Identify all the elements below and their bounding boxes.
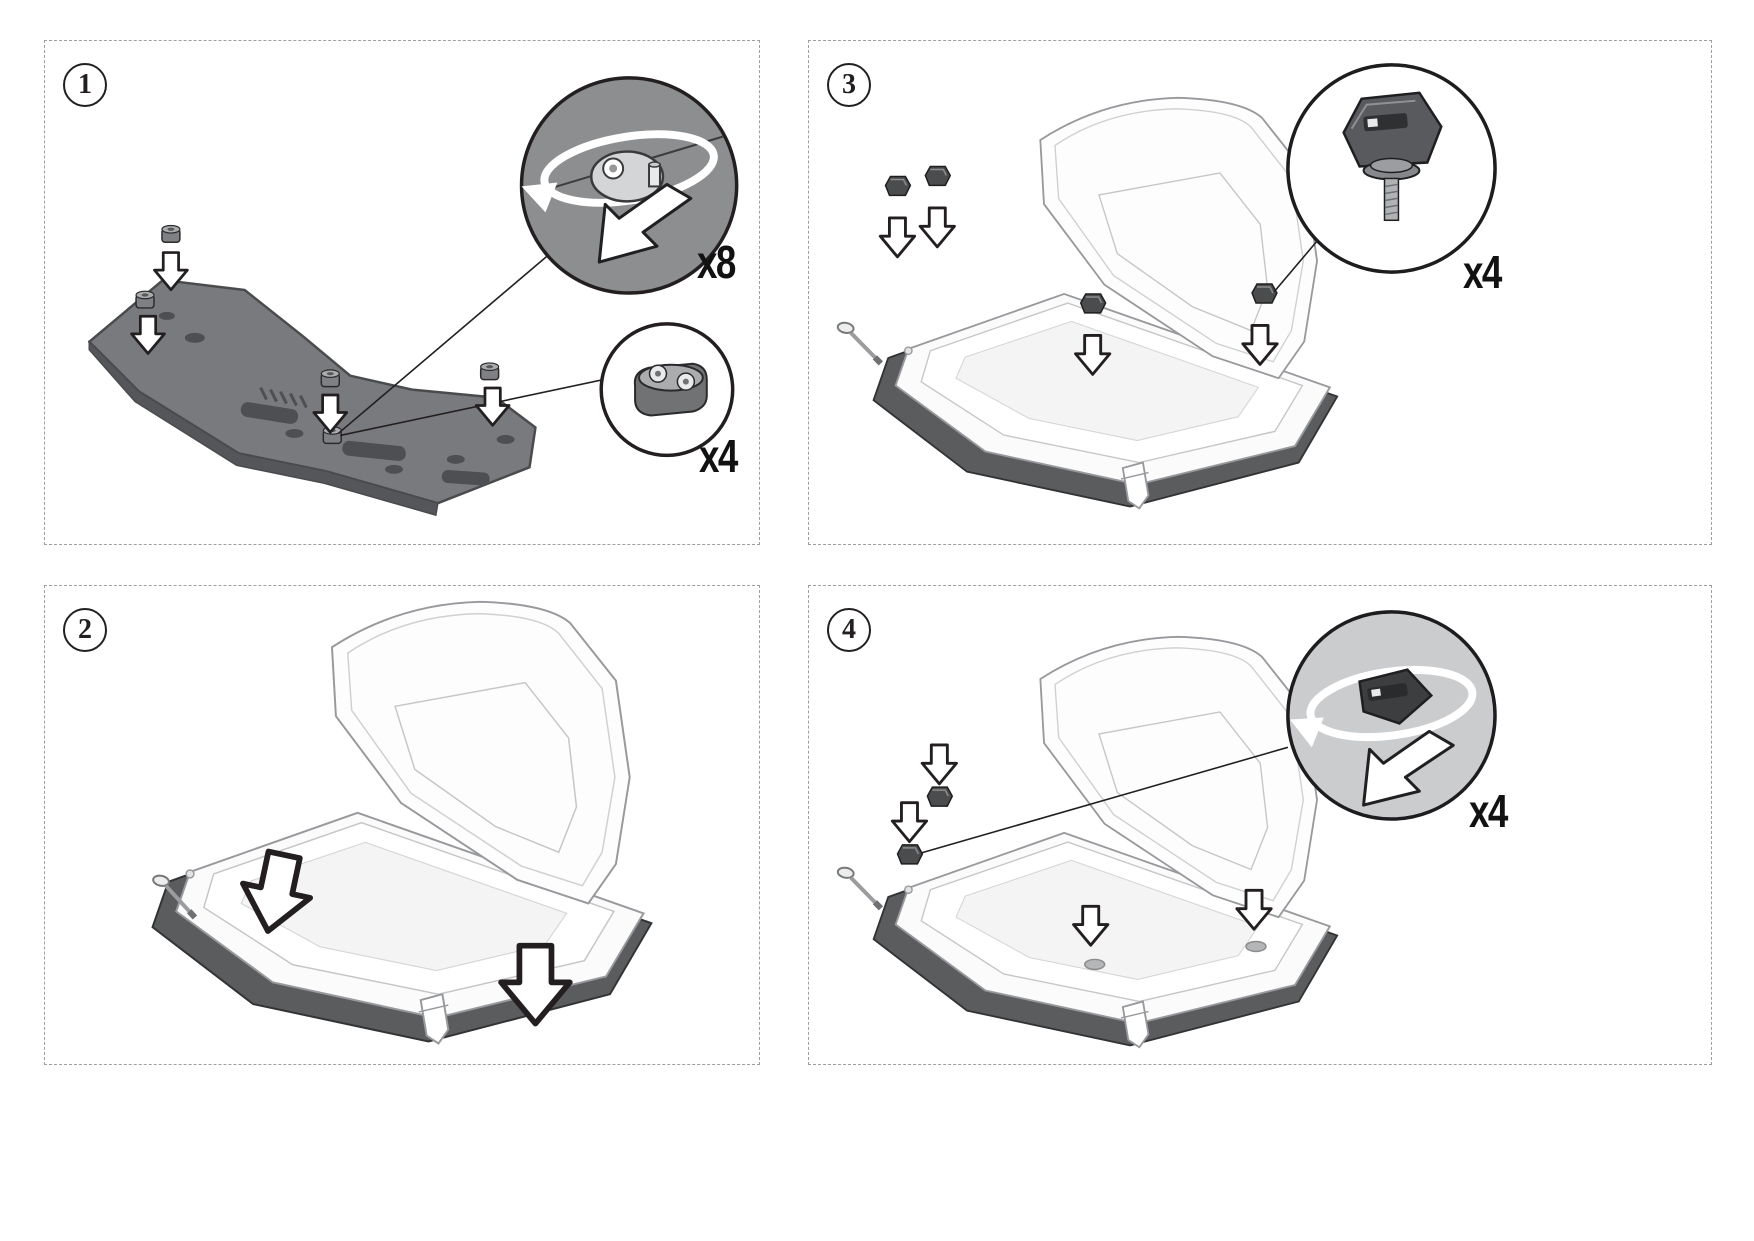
locking-knob-icon (884, 175, 912, 197)
quantity-label: x8 (697, 236, 736, 288)
step3-illustration (809, 63, 1497, 510)
rotation-ring-icon (1306, 665, 1477, 742)
grommet-fastener-icon (479, 362, 500, 381)
cargo-box-illustration (151, 600, 653, 1045)
knob-with-down-arrow (918, 165, 956, 249)
rotate-arrow-icon (1362, 729, 1455, 807)
step-badge: 4 (827, 608, 871, 652)
step-number: 1 (78, 69, 92, 100)
grommet-fastener-icon (161, 224, 181, 243)
callout-knob-rotate (1286, 610, 1497, 821)
grommet-fastener-icon (135, 290, 155, 309)
step-number: 2 (78, 614, 92, 645)
callout-connector-line (340, 378, 604, 437)
down-arrow-icon (918, 206, 956, 249)
callout-knob (1286, 63, 1497, 274)
quantity-label: x4 (1463, 246, 1502, 298)
down-arrow-icon (890, 801, 929, 844)
step-badge: 1 (63, 63, 107, 107)
down-arrow-icon (920, 743, 958, 786)
quantity-label: x4 (1469, 785, 1508, 837)
locking-knob-icon (1079, 293, 1107, 314)
callout-connector-line (337, 253, 550, 435)
knob-with-down-arrow (878, 175, 917, 259)
locking-knob-icon (924, 165, 951, 187)
callout-connector-line (1273, 239, 1319, 293)
step-panel-3: 3 (808, 40, 1712, 545)
callout-grommet (599, 322, 735, 458)
grommet-with-down-arrow (153, 224, 189, 292)
screw-threads (1385, 183, 1398, 216)
callout-rotate-grommet (519, 76, 739, 295)
step-number: 4 (842, 614, 856, 645)
installed-knob-icon (926, 786, 954, 807)
rotation-ring-arrowhead (521, 182, 558, 213)
grommet-fastener-icon (320, 369, 340, 388)
knob-seat (1083, 958, 1106, 971)
installed-knob-icon (896, 844, 924, 865)
locking-knob-icon (1251, 283, 1278, 304)
step2-illustration (45, 600, 653, 1045)
down-arrow-icon (878, 216, 917, 259)
rotate-arrow-icon (597, 182, 693, 264)
rotation-ring-arrowhead (1289, 717, 1324, 748)
step-badge: 2 (63, 608, 107, 652)
quantity-label: x4 (699, 430, 738, 482)
hinge-bolt-icon (833, 867, 887, 909)
knob-seat (1245, 940, 1267, 953)
step-panel-1: 1 (44, 40, 760, 545)
step-badge: 3 (827, 63, 871, 107)
plate-ridges (259, 386, 308, 409)
step-panel-2: 2 (44, 585, 760, 1065)
step4-illustration (809, 610, 1497, 1049)
step-panel-4: 4 x4 (808, 585, 1712, 1065)
mounting-plate (87, 278, 537, 517)
cargo-box-illustration (872, 635, 1339, 1049)
step-number: 3 (842, 69, 856, 100)
callout-connector-line (921, 746, 1289, 854)
hinge-bolt-icon (833, 322, 887, 364)
step1-illustration (87, 76, 739, 517)
